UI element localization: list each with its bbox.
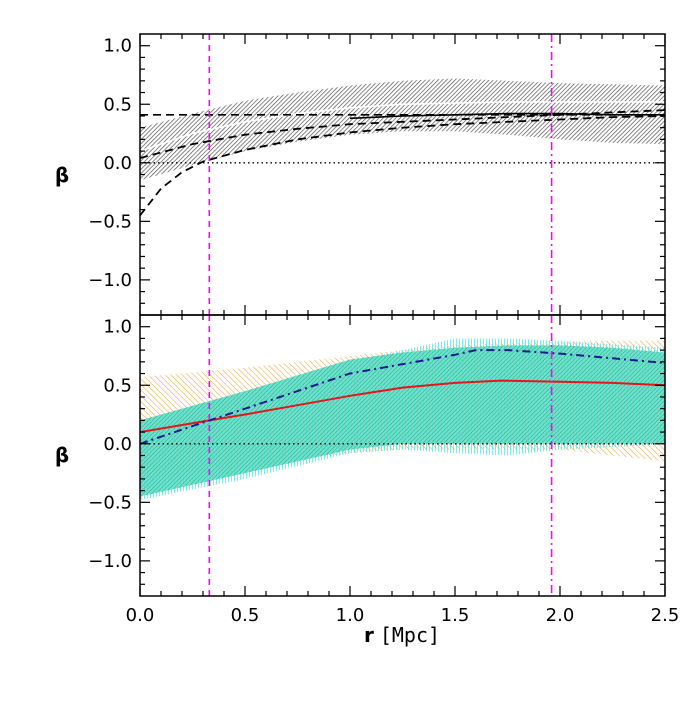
bottom-xtick-label: 2.0 bbox=[546, 605, 575, 626]
bottom-xtick-label: 0.0 bbox=[126, 605, 155, 626]
bottom-ytick-label: −0.5 bbox=[88, 492, 132, 513]
top-plot-area bbox=[140, 34, 665, 315]
bottom-ytick-label: 1.0 bbox=[103, 317, 132, 338]
bottom-xtick-label: 2.5 bbox=[651, 605, 680, 626]
top-frame bbox=[139, 33, 666, 316]
x-axis-unit: [Mpc] bbox=[380, 623, 440, 647]
top-panel: 1.0 0.5 0.0 −0.5 −1.0 β bbox=[55, 33, 666, 316]
bottom-y-axis-label: β bbox=[55, 443, 69, 467]
top-line-white-solid bbox=[140, 101, 665, 152]
top-ytick-label: −0.5 bbox=[88, 211, 132, 232]
bottom-xtick-label: 1.5 bbox=[441, 605, 470, 626]
bottom-ytick-label: 0.0 bbox=[103, 434, 132, 455]
bottom-axes: 1.0 0.5 0.0 −0.5 −1.0 0.0 0.5 1.0 1.5 2.0 2.5 bbox=[88, 314, 680, 626]
top-ytick-label: −1.0 bbox=[88, 270, 132, 291]
bottom-band-green-hatched-band bbox=[140, 345, 665, 497]
top-ytick-label: 0.0 bbox=[103, 153, 132, 174]
x-axis-symbol: r bbox=[364, 623, 374, 647]
top-axes: 1.0 0.5 0.0 −0.5 −1.0 bbox=[88, 33, 666, 316]
bottom-panel: 1.0 0.5 0.0 −0.5 −1.0 0.0 0.5 1.0 1.5 2.0 2.5 β bbox=[55, 314, 680, 626]
bottom-xtick-label: 0.5 bbox=[231, 605, 260, 626]
bottom-line-navy-dashdot bbox=[140, 349, 665, 445]
x-axis-label: r[Mpc] bbox=[364, 623, 440, 647]
top-line-black-dashed-rising bbox=[140, 109, 665, 159]
bottom-ytick-label: −1.0 bbox=[88, 551, 132, 572]
top-y-axis-label: β bbox=[55, 163, 69, 187]
bottom-plot-area bbox=[140, 315, 665, 596]
top-ytick-label: 0.5 bbox=[103, 94, 132, 115]
bottom-line-red-solid bbox=[140, 379, 665, 434]
top-band-grey-hatched-band bbox=[140, 78, 665, 181]
top-ytick-label: 1.0 bbox=[103, 36, 132, 57]
bottom-xtick-label: 1.0 bbox=[336, 605, 365, 626]
top-line-black-dashed-steep bbox=[140, 115, 665, 217]
bottom-ytick-label: 0.5 bbox=[103, 375, 132, 396]
